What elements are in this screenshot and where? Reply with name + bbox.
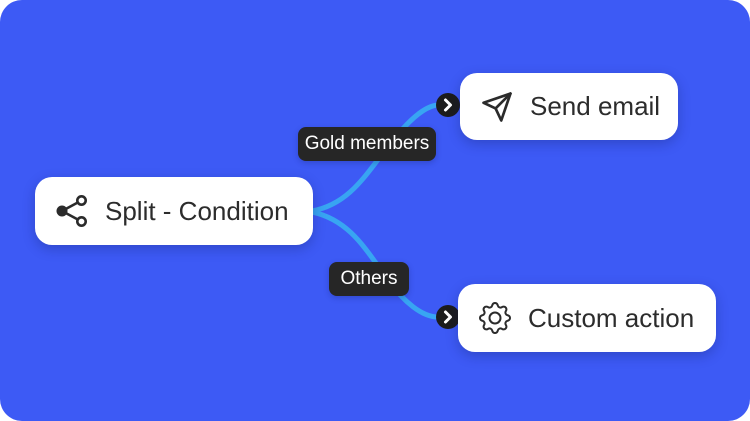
branch-label-gold-members[interactable]: Gold members: [298, 127, 436, 161]
node-label: Custom action: [528, 302, 695, 333]
chevron-right-icon: [444, 310, 452, 324]
node-send-email[interactable]: Send email: [460, 73, 678, 140]
node-split-condition[interactable]: Split - Condition: [35, 177, 313, 245]
port-custom-action-button[interactable]: [436, 305, 460, 329]
node-label: Split - Condition: [105, 195, 289, 226]
branch-label-text: Gold members: [304, 133, 430, 154]
branch-label-others[interactable]: Others: [329, 262, 409, 296]
gear-icon: [477, 298, 513, 338]
node-custom-action[interactable]: Custom action: [458, 284, 716, 352]
node-label: Send email: [530, 91, 661, 121]
send-icon: [479, 87, 515, 127]
branch-label-text: Others: [340, 268, 398, 289]
split-icon: [54, 191, 90, 231]
port-send-email-button[interactable]: [436, 93, 460, 117]
chevron-right-icon: [444, 98, 452, 112]
